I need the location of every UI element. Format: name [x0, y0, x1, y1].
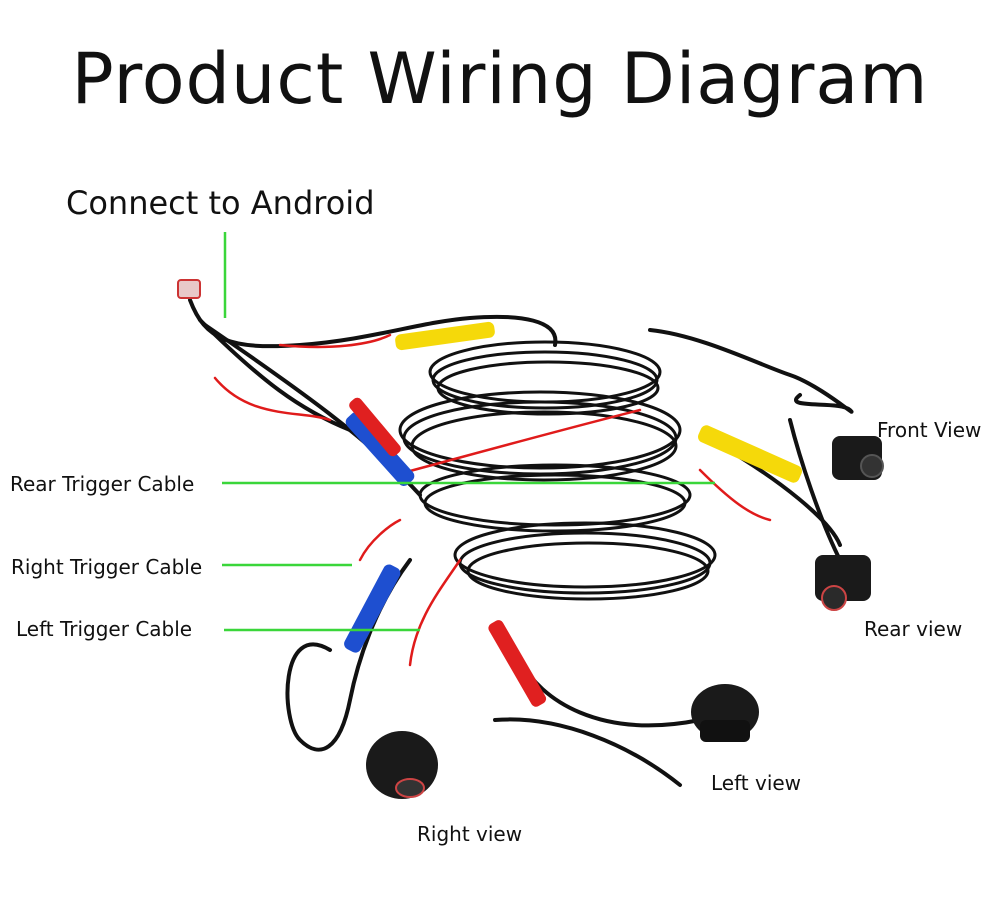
label-front-view: Front View — [877, 418, 982, 442]
left-camera — [691, 684, 759, 742]
page-title: Product Wiring Diagram — [71, 38, 929, 120]
blue-connector-upper — [345, 412, 415, 486]
yellow-connector-right — [698, 425, 802, 483]
right-camera — [366, 731, 438, 799]
label-rear-trigger-cable: Rear Trigger Cable — [10, 472, 195, 496]
cables — [188, 298, 854, 787]
red-connector-upper — [349, 397, 401, 457]
label-right-view: Right view — [417, 822, 523, 846]
label-left-view: Left view — [711, 771, 802, 795]
red-connector-lower — [488, 620, 547, 707]
cameras — [366, 436, 884, 799]
android-plug — [177, 279, 201, 299]
yellow-connector-top — [395, 321, 495, 351]
rear-camera — [815, 555, 871, 611]
label-rear-view: Rear view — [864, 617, 963, 641]
label-right-trigger-cable: Right Trigger Cable — [11, 555, 203, 579]
cable-coils — [398, 340, 717, 601]
label-left-trigger-cable: Left Trigger Cable — [16, 617, 193, 641]
leader-lines — [222, 232, 715, 632]
front-camera — [832, 436, 884, 480]
label-connect-android: Connect to Android — [66, 184, 375, 222]
connectors — [177, 279, 802, 707]
blue-connector-lower — [344, 564, 401, 653]
trigger-wires — [213, 333, 772, 667]
